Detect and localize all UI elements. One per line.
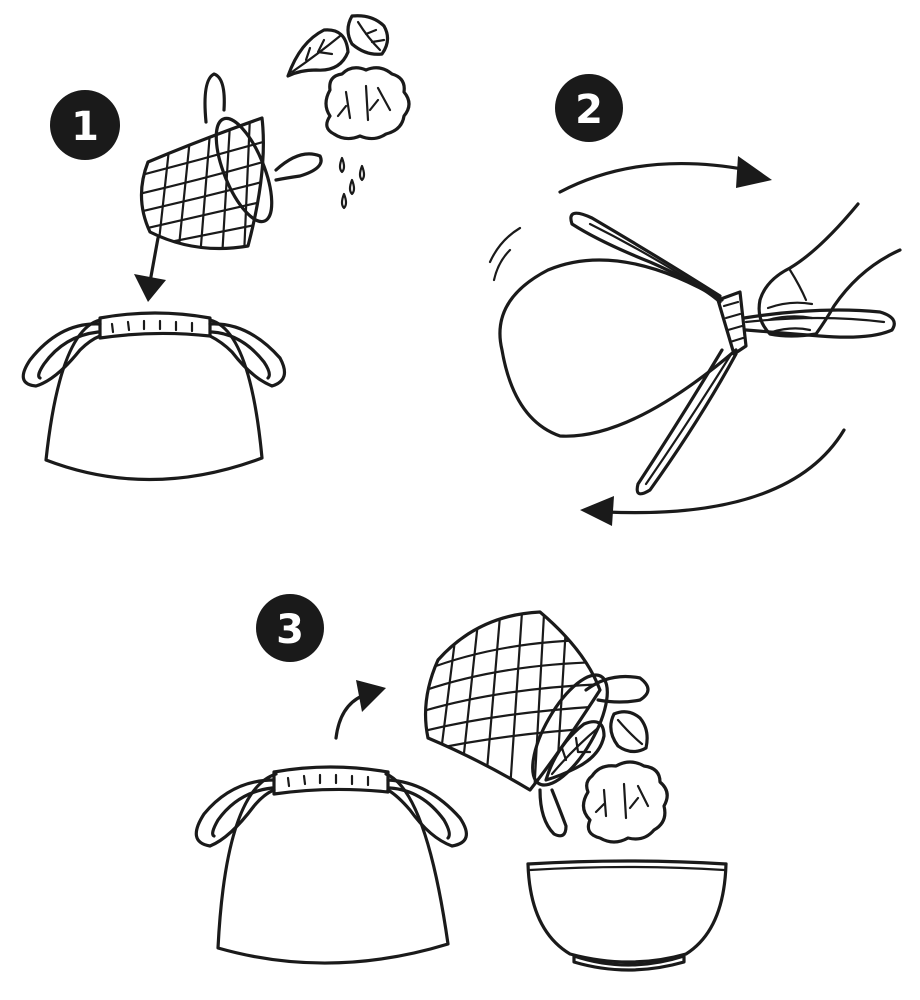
step-1-net-bag	[139, 72, 323, 251]
step-3-net-mesh	[425, 612, 600, 790]
step-1-arrow	[134, 236, 166, 302]
step-1-water-drops	[338, 156, 366, 210]
step-3-net-bag	[423, 610, 650, 838]
step-3-falling-lettuce	[581, 710, 669, 844]
step-2-motion-lines	[488, 226, 522, 282]
step-1-lettuce-leaves	[286, 14, 411, 141]
step-1-net-mesh	[141, 118, 264, 249]
step-2-hand	[757, 202, 902, 338]
step-2-swinging-bag	[498, 211, 896, 496]
step-3-badge: 3	[256, 594, 324, 662]
step-1-cloth-bag	[21, 311, 287, 482]
step-2-rotation-arrow-bottom	[580, 428, 846, 526]
step-2-number: 2	[575, 87, 603, 133]
step-1-badge: 1	[50, 90, 120, 160]
step-1-number: 1	[71, 104, 99, 150]
step-2-badge: 2	[555, 74, 623, 142]
step-2-rotation-arrow-top	[558, 156, 772, 194]
step-3-bowl	[526, 859, 728, 972]
step-1: 1	[21, 14, 411, 482]
step-2: 2	[488, 74, 902, 526]
step-3-number: 3	[276, 607, 304, 653]
step-3-arrow	[334, 680, 386, 740]
step-3: 3	[194, 594, 728, 972]
step-3-cloth-bag	[194, 765, 468, 965]
